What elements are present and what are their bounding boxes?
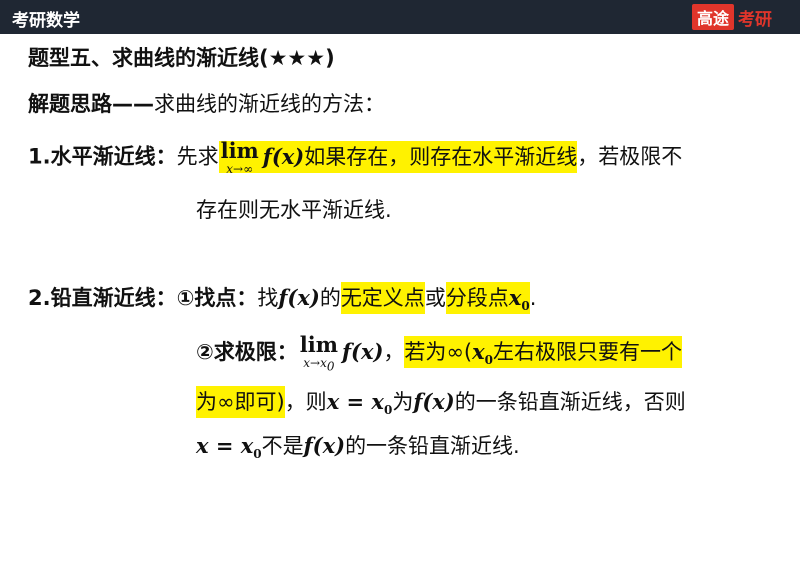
- step2-lim-sub-text: x→x: [303, 356, 327, 370]
- step2-hl-a: 若为∞(: [404, 340, 473, 365]
- step1-hl2-text: 分段点: [445, 286, 509, 310]
- line3-equation: x = x: [326, 389, 384, 414]
- lim-subscript: x→∞: [226, 162, 254, 176]
- horizontal-pre: 先求: [176, 144, 219, 169]
- step1-end: .: [529, 286, 537, 310]
- line4-equation: x = x: [196, 433, 254, 458]
- line4-b: 的一条铅直渐近线.: [345, 434, 520, 458]
- step1-highlight-1: 无定义点: [340, 282, 425, 314]
- step2-lim-sub0: 0: [326, 359, 335, 374]
- line3-a: ，则: [284, 390, 327, 414]
- line3-function: f(x): [413, 389, 455, 414]
- step2-hl-sub: 0: [484, 353, 493, 368]
- horizontal-hl-text: 如果存在，则存在水平渐近线: [304, 144, 578, 169]
- step1-highlight-2: 分段点x0: [445, 282, 530, 314]
- brand-text: 考研: [738, 9, 772, 30]
- approach-label: 解题思路——: [28, 92, 154, 116]
- line3-equation-sub: 0: [383, 403, 393, 418]
- step2-comma: ，: [383, 340, 405, 365]
- step2-lim-word: lim: [299, 332, 338, 357]
- step1-mid: 的: [319, 286, 341, 310]
- line3-c: 的一条铅直渐近线，否则: [454, 390, 686, 414]
- step2-function: f(x): [341, 339, 384, 365]
- vertical-line-4: x = x0不是f(x)的一条铅直渐近线.: [196, 432, 520, 468]
- horizontal-post: ，若极限不: [577, 144, 683, 169]
- top-bar: 考研数学 高途 考研: [0, 0, 800, 34]
- step1-hl2-sub: 0: [521, 299, 530, 314]
- step2-hl-var: x: [472, 339, 485, 365]
- step1-label: ①找点：: [176, 286, 258, 310]
- course-title: 考研数学: [12, 11, 80, 31]
- vertical-label: 2.铅直渐近线：: [28, 286, 177, 310]
- section-heading: 题型五、求曲线的渐近线(★★★): [28, 46, 335, 70]
- lim-word: lim: [220, 138, 259, 163]
- step1-function: f(x): [278, 285, 320, 310]
- line4-function: f(x): [303, 433, 346, 458]
- horizontal-label: 1.水平渐近线：: [28, 144, 177, 169]
- step2-label: ②求极限：: [196, 340, 298, 365]
- brand-box: 高途: [691, 4, 734, 30]
- step1-or: 或: [424, 286, 446, 310]
- step1-pre: 找: [257, 286, 279, 310]
- brand-logo: 高途 考研: [691, 4, 772, 30]
- vertical-line-3: 为∞即可)，则x = x0为f(x)的一条铅直渐近线，否则: [196, 386, 686, 424]
- approach-text: 求曲线的渐近线的方法：: [154, 92, 385, 116]
- step2-highlight: 若为∞(x0左右极限只要有一个: [404, 336, 682, 369]
- step2-lim-subscript: x→x0: [300, 357, 338, 372]
- line4-a: 不是: [261, 434, 304, 458]
- horizontal-line-2: 存在则无水平渐近线.: [196, 198, 392, 222]
- approach-line: 解题思路——求曲线的渐近线的方法：: [28, 90, 385, 118]
- function-expr: f(x): [262, 143, 305, 169]
- line4-equation-sub: 0: [253, 447, 262, 462]
- step1-hl2-var: x: [508, 285, 522, 310]
- line3-b: 为: [392, 390, 414, 414]
- line3-highlight: 为∞即可): [196, 386, 285, 418]
- vertical-line-1: 2.铅直渐近线：①找点：找f(x)的无定义点或分段点x0.: [28, 282, 537, 320]
- step2-hl-b: 左右极限只要有一个: [492, 340, 682, 365]
